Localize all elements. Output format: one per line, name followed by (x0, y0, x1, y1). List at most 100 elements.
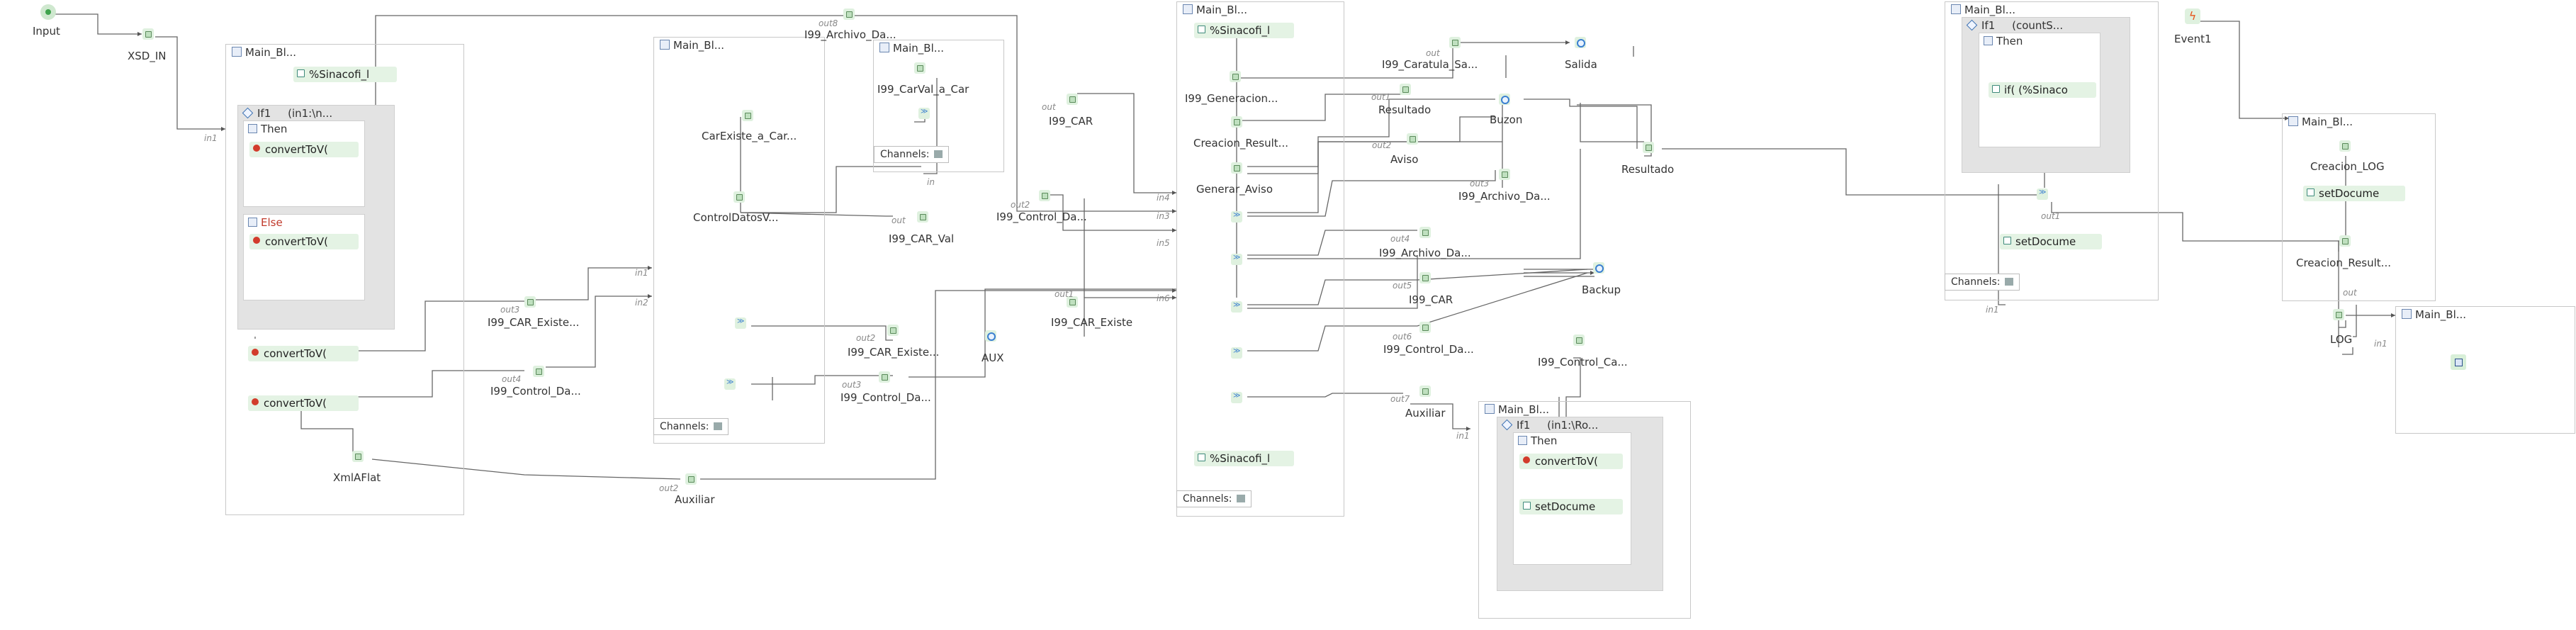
main-block-2[interactable]: Main_Bl... (653, 37, 825, 444)
main-block-6[interactable]: Main_Bl... (1945, 1, 2159, 300)
main-block-1-title: Main_Bl... (232, 46, 296, 59)
merge-icon-7[interactable] (1231, 347, 1242, 359)
sinacofi-step-2[interactable]: %Sinacofi_l (1194, 23, 1294, 38)
convert-step-4[interactable]: convertToV( (248, 395, 359, 411)
sinacofi-step-1[interactable]: %Sinacofi_l (293, 67, 397, 82)
control-out6-icon[interactable] (1419, 322, 1431, 333)
creacion-log-icon[interactable] (2339, 140, 2351, 152)
creacion-result2-icon[interactable] (2339, 235, 2351, 247)
auxiliar-2-label: Auxiliar (1405, 407, 1446, 420)
auxiliar-2-icon[interactable] (1419, 386, 1431, 397)
merge-icon-2[interactable] (724, 378, 736, 390)
generacion-icon[interactable] (1230, 71, 1241, 82)
map-icon-2 (733, 191, 745, 203)
if1-condition-3: (countS... (2012, 19, 2064, 32)
diamond-icon (242, 107, 254, 119)
port-out3-a: out3 (500, 305, 520, 315)
setdocume-step-3[interactable]: setDocume (2303, 186, 2405, 201)
merge-icon-8[interactable] (1231, 392, 1242, 403)
channels-block-4[interactable]: Channels: (1176, 490, 1252, 507)
merge-icon-1[interactable] (735, 317, 746, 329)
port-out-a: out (892, 215, 906, 225)
if-sinaco-label: if( (%Sinaco (2004, 84, 2068, 96)
block-icon (2402, 309, 2412, 319)
merge-icon-6[interactable] (1231, 301, 1242, 313)
event-node[interactable]: ϟ (2185, 9, 2200, 24)
port-out2-b: out2 (856, 333, 876, 343)
convert-step-else-1[interactable]: convertToV( (249, 234, 359, 249)
sinacofi-step-3[interactable]: %Sinacofi_l (1194, 451, 1294, 466)
end-node[interactable] (2451, 354, 2466, 370)
merge-icon-9[interactable] (2037, 189, 2048, 200)
document-icon (1992, 85, 2000, 93)
carval-icon[interactable] (914, 62, 926, 74)
main-block-5[interactable]: Main_Bl... (1478, 401, 1691, 619)
start-node[interactable] (40, 4, 56, 20)
control-da-1-label: I99_Control_Da... (490, 385, 581, 398)
main-block-3-name: Main_Bl... (893, 42, 945, 55)
convert-step-3[interactable]: convertToV( (248, 346, 359, 361)
main-block-7[interactable]: Main_Bl... (2282, 113, 2436, 301)
port-out-b: out (1042, 102, 1056, 112)
convert-label-2: convertToV( (265, 235, 328, 248)
channels-block-6[interactable]: Channels: (1945, 274, 2020, 291)
gear-icon (252, 349, 259, 356)
control-mid-icon (1039, 190, 1050, 201)
main-block-1[interactable]: Main_Bl... (225, 44, 464, 515)
if1-block-3-title: If1 (countS... (1966, 19, 2064, 32)
main-block-4[interactable]: Main_Bl... (1176, 1, 1344, 517)
buzon-icon[interactable] (1499, 94, 1510, 105)
resultado-1-icon[interactable] (1400, 84, 1411, 95)
archivo-r-icon[interactable] (1499, 169, 1510, 180)
caratula-icon[interactable] (1449, 37, 1461, 48)
port-in1-b: in1 (635, 268, 648, 278)
block-icon (1485, 404, 1495, 414)
convert-step-5[interactable]: convertToV( (1519, 454, 1623, 469)
creacion-icon[interactable] (1231, 116, 1242, 128)
port-out2-d: out2 (1372, 140, 1392, 150)
main-block-3[interactable]: Main_Bl... (873, 40, 1004, 172)
resultado-2-icon[interactable] (1643, 142, 1654, 153)
backup-icon[interactable] (1593, 262, 1604, 274)
port-out1-b: out1 (1371, 92, 1391, 102)
table-icon (1984, 36, 1993, 45)
control-icon (533, 366, 544, 377)
archivo-da-r-label: I99_Archivo_Da... (1458, 190, 1551, 203)
channels-label-2: Channels: (660, 421, 709, 432)
channel-icon (1236, 495, 1245, 502)
archivo-out4-icon[interactable] (1419, 227, 1431, 238)
setdocume-step-2[interactable]: setDocume (2000, 234, 2102, 249)
setdocume-label-1: setDocume (1535, 500, 1596, 513)
merge-icon-4[interactable] (1231, 211, 1242, 223)
main-block-8[interactable]: Main_Bl... (2395, 306, 2575, 434)
control-ca-icon[interactable] (1573, 334, 1585, 346)
then-pane-1[interactable]: Then (243, 120, 365, 207)
archivo-icon (843, 9, 855, 20)
port-in1-c: in1 (1456, 431, 1470, 441)
else-title-1: Else (248, 216, 283, 229)
setdocume-label-2: setDocume (2015, 235, 2076, 248)
aviso-icon[interactable] (1407, 133, 1418, 145)
setdocume-step-1[interactable]: setDocume (1519, 499, 1623, 514)
document-icon (2307, 189, 2315, 196)
aux-node-icon[interactable] (985, 330, 996, 342)
salida-icon[interactable] (1575, 37, 1586, 48)
diamond-icon (1501, 419, 1513, 431)
creacion-result-label: Creacion_Result... (1193, 137, 1288, 150)
if-sinaco-step[interactable]: if( (%Sinaco (1989, 82, 2096, 98)
merge-icon-3[interactable] (918, 108, 930, 119)
then-title-2: Then (1518, 434, 1557, 447)
channel-icon (2004, 278, 2013, 286)
car-existe-icon (524, 296, 536, 308)
else-pane-1[interactable]: Else (243, 214, 365, 300)
car-out5-icon[interactable] (1419, 272, 1431, 283)
log-icon[interactable] (2333, 309, 2344, 320)
i99-car-top-label: I99_CAR (1049, 115, 1093, 128)
convert-step-then-1[interactable]: convertToV( (249, 142, 359, 157)
channels-block-3[interactable]: Channels: (874, 146, 949, 163)
generar-aviso-icon[interactable] (1231, 162, 1242, 174)
merge-icon-5[interactable] (1231, 254, 1242, 265)
channels-block-2[interactable]: Channels: (653, 418, 729, 435)
port-in: in (927, 177, 935, 187)
